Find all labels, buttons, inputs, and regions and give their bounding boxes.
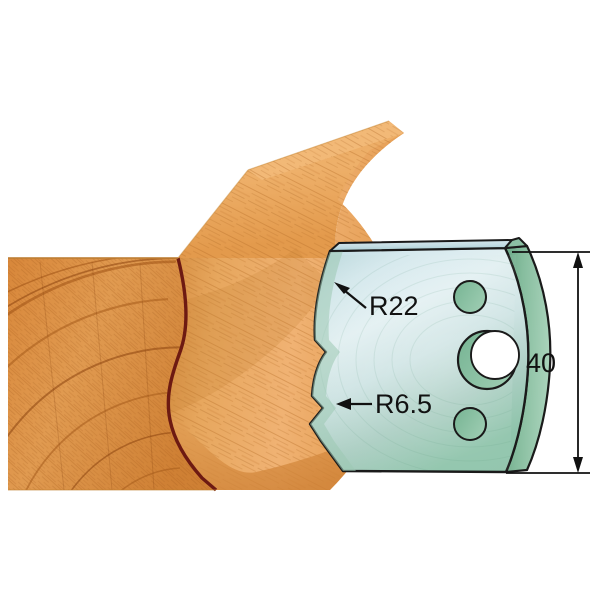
wood-lower-bevel-face — [170, 420, 374, 490]
center-large-hole — [456, 329, 520, 391]
blade-left-edge-highlight — [310, 251, 356, 471]
dim-arrowhead-bottom — [573, 457, 583, 473]
r65-arrowhead — [336, 398, 351, 410]
r22-arrowhead — [334, 282, 350, 294]
r22-label: R22 — [369, 291, 419, 321]
wood-end-grain-face — [8, 258, 216, 490]
dim-arrowhead-top — [573, 252, 583, 268]
upper-small-hole — [453, 280, 487, 314]
r65-label: R6.5 — [375, 389, 432, 419]
wood-cove-shadow — [168, 248, 330, 414]
blade-top-right-corner — [504, 237, 528, 249]
growth-ring-arcs — [8, 258, 206, 490]
ray-fleck-lines — [39, 261, 155, 490]
lower-small-hole — [453, 407, 487, 441]
radius-callout-r22: R22 — [334, 282, 419, 321]
profile-limiter-knife — [308, 237, 552, 474]
height-dimension-40: 40 — [506, 251, 590, 474]
wood-block-outline — [8, 120, 390, 491]
radius-callout-r65: R6.5 — [336, 389, 432, 419]
height-label: 40 — [526, 348, 556, 378]
wood-top-edge-strip — [248, 121, 404, 180]
